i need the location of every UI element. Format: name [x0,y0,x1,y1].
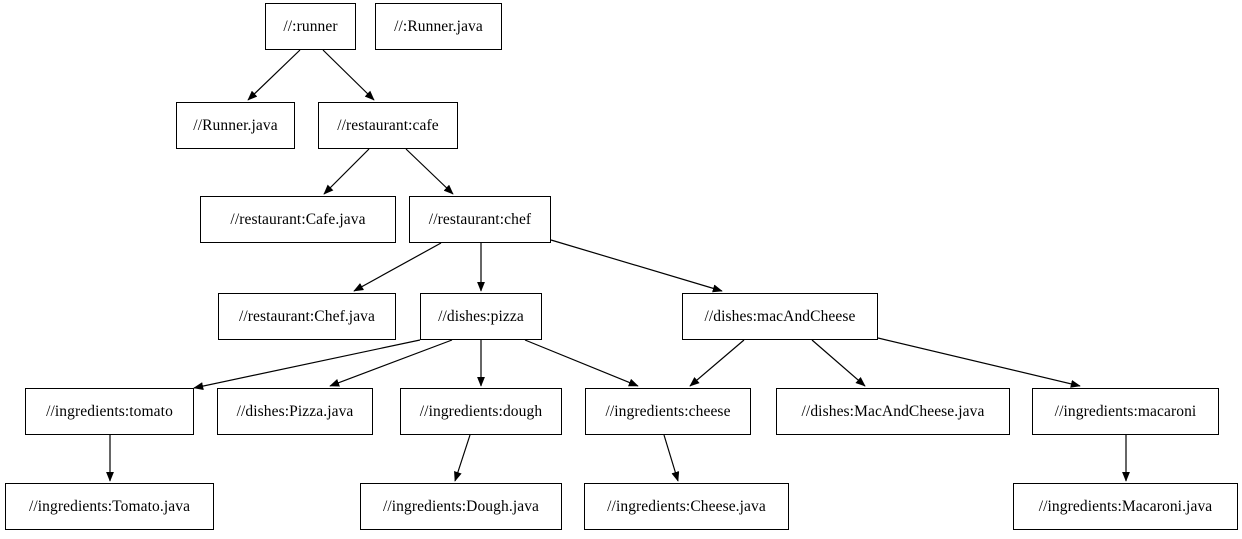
graph-node-restaurant_cafe[interactable]: //restaurant:cafe [318,102,458,149]
graph-node-restaurant_chef_java[interactable]: //restaurant:Chef.java [218,293,396,340]
graph-node-label: //dishes:pizza [438,307,524,325]
graph-node-label: //ingredients:Tomato.java [28,497,191,515]
graph-node-macaroni_java[interactable]: //ingredients:Macaroni.java [1013,483,1238,530]
graph-node-ingredients_tomato[interactable]: //ingredients:tomato [25,388,194,435]
graph-node-dishes_mac_java[interactable]: //dishes:MacAndCheese.java [776,388,1010,435]
graph-node-label: //ingredients:cheese [605,402,731,420]
graph-node-dishes_pizza[interactable]: //dishes:pizza [420,293,542,340]
graph-node-cheese_java[interactable]: //ingredients:Cheese.java [584,483,789,530]
graph-node-ingredients_dough[interactable]: //ingredients:dough [400,388,562,435]
graph-node-ingredients_macaroni[interactable]: //ingredients:macaroni [1032,388,1219,435]
graph-node-label: //Runner.java [193,116,278,134]
graph-node-runner_java[interactable]: //Runner.java [176,102,295,149]
graph-node-label: //:Runner.java [394,17,483,35]
graph-node-tomato_java[interactable]: //ingredients:Tomato.java [5,483,214,530]
graph-node-label: //dishes:macAndCheese [704,307,856,325]
graph-node-label: //ingredients:macaroni [1054,402,1197,420]
graph-node-label: //ingredients:dough [419,402,543,420]
graph-node-label: //restaurant:cafe [337,116,439,134]
graph-node-label: //dishes:MacAndCheese.java [801,402,985,420]
graph-node-label: //restaurant:Cafe.java [230,210,366,228]
graph-node-dishes_pizza_java[interactable]: //dishes:Pizza.java [217,388,373,435]
graph-node-label: //restaurant:chef [428,210,532,228]
graph-node-restaurant_chef[interactable]: //restaurant:chef [409,196,551,243]
graph-node-label: //restaurant:Chef.java [238,307,376,325]
graph-node-runner[interactable]: //:runner [265,3,356,50]
graph-node-dough_java[interactable]: //ingredients:Dough.java [360,483,562,530]
graph-node-label: //ingredients:Macaroni.java [1038,497,1213,515]
graph-node-label: //:runner [283,17,338,35]
graph-node-label: //ingredients:tomato [46,402,173,420]
graph-node-label: //ingredients:Dough.java [382,497,540,515]
graph-node-label: //ingredients:Cheese.java [607,497,766,515]
graph-node-label: //dishes:Pizza.java [236,402,354,420]
graph-node-restaurant_cafe_java[interactable]: //restaurant:Cafe.java [200,196,396,243]
graph-node-ingredients_cheese[interactable]: //ingredients:cheese [585,388,751,435]
graph-node-dishes_macandcheese[interactable]: //dishes:macAndCheese [682,293,878,340]
graph-node-root_runner_java[interactable]: //:Runner.java [375,3,502,50]
